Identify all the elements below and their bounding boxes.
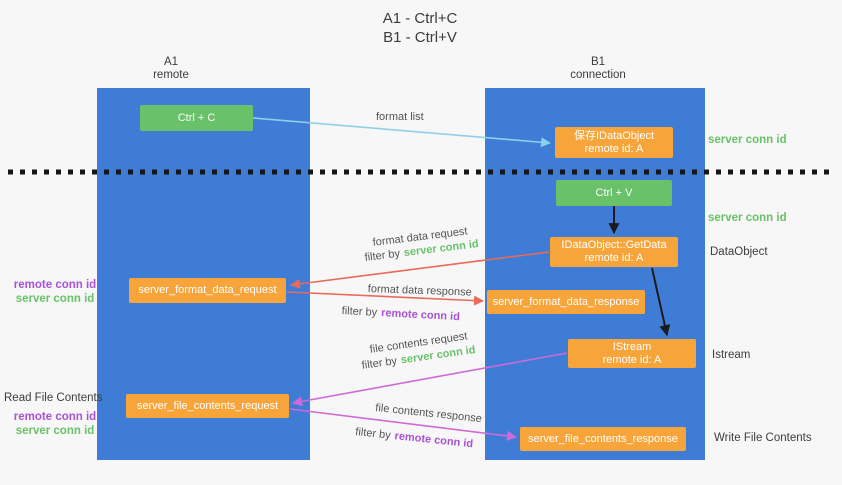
format-data-response-label: format data response xyxy=(367,283,472,299)
node-server-format-data-response: server_format_data_response xyxy=(487,290,645,314)
read-file-contents-annotation: Read File Contents xyxy=(4,392,103,404)
server-conn-id-annotation: server conn id xyxy=(15,425,95,437)
node-istream: IStream remote id: A xyxy=(568,339,696,368)
node-save-dataobject-line2: remote id: A xyxy=(584,142,644,155)
node-istream-line1: IStream xyxy=(612,340,652,353)
remote-conn-id-text: remote conn id xyxy=(380,307,461,324)
lane-a-header: A1 remote xyxy=(96,56,246,82)
node-server-file-contents-request: server_file_contents_request xyxy=(126,394,289,418)
title-line-1: A1 - Ctrl+C xyxy=(382,10,458,27)
node-ctrl-v-label: Ctrl + V xyxy=(595,186,633,199)
remote-conn-id-text: remote conn id xyxy=(393,430,474,451)
node-server-file-contents-response: server_file_contents_response xyxy=(520,427,686,451)
filter-by-text: filter by xyxy=(341,305,378,319)
node-save-dataobject: 保存IDataObject remote id: A xyxy=(555,127,673,158)
remote-conn-id-annotation: remote conn id xyxy=(13,411,97,423)
filter-by-text: filter by xyxy=(361,355,398,372)
node-idataobject-getdata-line1: IDataObject::GetData xyxy=(561,239,667,251)
node-ctrl-c-label: Ctrl + C xyxy=(177,111,216,124)
format-list-label: format list xyxy=(376,111,424,123)
title-line-2: B1 - Ctrl+V xyxy=(383,29,457,46)
write-file-contents-annotation: Write File Contents xyxy=(714,432,812,444)
diagram-title: A1 - Ctrl+C B1 - Ctrl+V xyxy=(320,9,520,47)
node-idataobject-getdata: IDataObject::GetData remote id: A xyxy=(550,237,678,267)
server-conn-id-annotation-mid: server conn id xyxy=(708,212,787,224)
node-save-dataobject-line1: 保存IDataObject xyxy=(573,129,655,142)
lane-b-header: B1 connection xyxy=(523,56,673,82)
node-ctrl-v: Ctrl + V xyxy=(556,180,672,206)
node-server-format-data-request-label: server_format_data_request xyxy=(138,284,277,296)
lane-a-title: A1 xyxy=(163,56,179,68)
lane-b-title: B1 xyxy=(590,56,606,68)
file-contents-response-label: file contents response xyxy=(374,402,483,426)
server-conn-id-annotation-top: server conn id xyxy=(708,134,787,146)
node-istream-line2: remote id: A xyxy=(602,353,662,366)
node-server-file-contents-response-label: server_file_contents_response xyxy=(528,432,678,445)
node-server-format-data-response-label: server_format_data_response xyxy=(492,295,640,308)
remote-conn-id-annotation: remote conn id xyxy=(13,279,97,291)
conn-id-annotation-format: remote conn id server conn id xyxy=(12,278,98,306)
server-conn-id-annotation: server conn id xyxy=(15,293,95,305)
lane-a-subtitle: remote xyxy=(153,69,189,81)
filter-by-text: filter by xyxy=(364,247,401,264)
node-ctrl-c: Ctrl + C xyxy=(140,105,253,131)
node-server-format-data-request: server_format_data_request xyxy=(129,278,286,303)
conn-id-annotation-file: remote conn id server conn id xyxy=(12,410,98,438)
istream-annotation: Istream xyxy=(712,349,751,361)
filter-by-text: filter by xyxy=(354,426,392,442)
node-idataobject-getdata-line2: remote id: A xyxy=(584,252,644,264)
dataobject-annotation: DataObject xyxy=(710,246,768,258)
lane-b-subtitle: connection xyxy=(570,69,626,81)
node-server-file-contents-request-label: server_file_contents_request xyxy=(136,399,279,412)
